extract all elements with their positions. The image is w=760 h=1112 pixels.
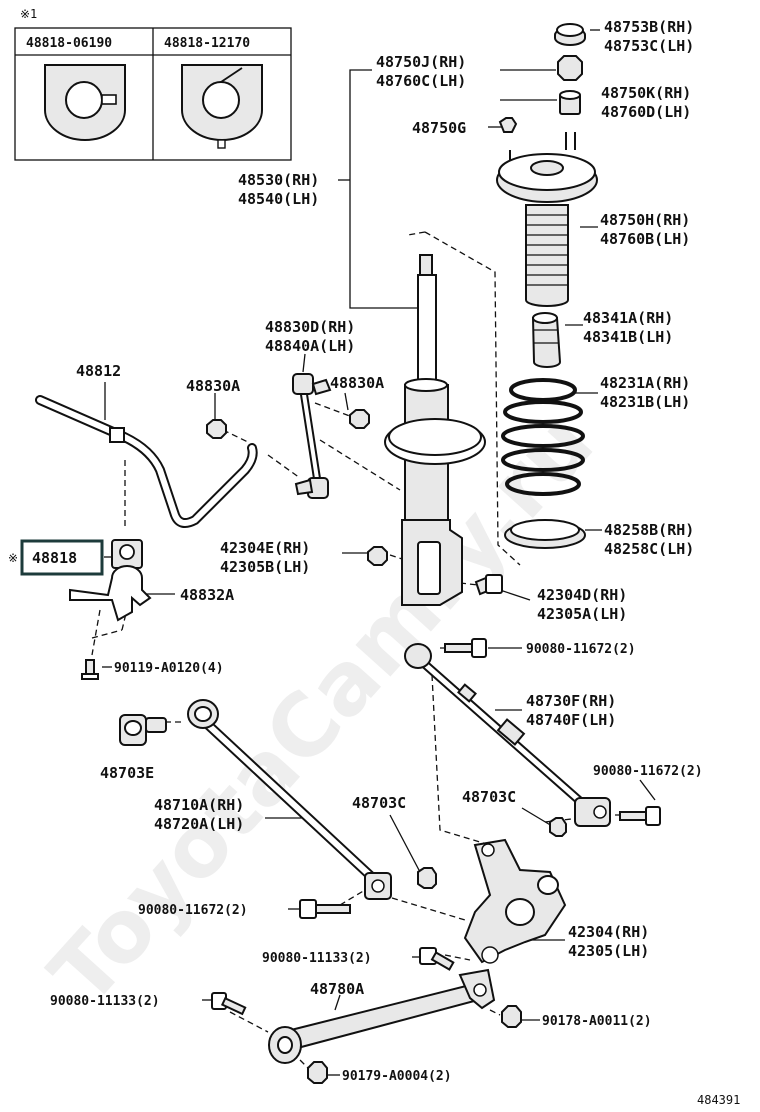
bolt-90080-right-icon — [619, 806, 661, 826]
label-48258b: 48258B(RH) — [604, 521, 694, 539]
inset-col-1: 48818-06190 — [26, 36, 112, 51]
inset-col-2: 48818-12170 — [164, 36, 250, 51]
label-48703e: 48703E — [100, 764, 154, 782]
nut-42304e-icon — [367, 546, 388, 566]
bolt-90080-11133-a-icon — [419, 947, 455, 971]
bolt-90080-11133-b-icon — [211, 992, 247, 1016]
label-48703c-right: 48703C — [462, 788, 516, 806]
label-90179: 90179-A0004(2) — [342, 1069, 452, 1084]
bolt-90119-icon — [81, 659, 99, 680]
label-42304: 42304(RH) — [568, 923, 649, 941]
nut-48830a-left-icon — [206, 419, 227, 439]
label-48830a-left: 48830A — [186, 377, 240, 395]
stabilizer-bar — [35, 395, 258, 529]
strut-mount-stack — [496, 23, 598, 549]
label-48703c-mid: 48703C — [352, 794, 406, 812]
label-90080-11133-b: 90080-11133(2) — [50, 994, 160, 1009]
inset-box: ※1 48818-06190 48818-12170 — [14, 7, 292, 161]
label-48832a: 48832A — [180, 586, 234, 604]
label-48540: 48540(LH) — [238, 190, 319, 208]
bushing-48703e-icon — [119, 714, 167, 746]
inset-mark: ※1 — [20, 7, 37, 21]
label-48750j: 48750J(RH) — [376, 53, 466, 71]
highlight-48818 — [20, 539, 104, 576]
bushing-48703c-right-icon — [549, 817, 567, 837]
bracket-48832a-icon — [69, 565, 152, 622]
label-48753c: 48753C(LH) — [604, 37, 694, 55]
nut-90178-icon — [501, 1005, 522, 1028]
label-48231b: 48231B(LH) — [600, 393, 690, 411]
label-48341a: 48341A(RH) — [583, 309, 673, 327]
label-48258c: 48258C(LH) — [604, 540, 694, 558]
knuckle-42304 — [463, 838, 567, 964]
label-90080-left: 90080-11672(2) — [138, 903, 248, 918]
label-48760b: 48760B(LH) — [600, 230, 690, 248]
bolt-90080-left-icon — [299, 899, 351, 919]
dashed-connectors — [91, 231, 625, 1071]
trailing-arm-48710a — [187, 699, 392, 900]
label-48760d: 48760D(LH) — [601, 103, 691, 121]
nut-48830a-right-icon — [349, 409, 370, 429]
label-42304e: 42304E(RH) — [220, 539, 310, 557]
label-90178: 90178-A0011(2) — [542, 1014, 652, 1029]
stabilizer-link — [292, 373, 332, 499]
label-42305: 42305(LH) — [568, 942, 649, 960]
bushing-48818-icon — [111, 539, 143, 569]
label-48750g: 48750G — [412, 119, 466, 137]
label-48753b: 48753B(RH) — [604, 18, 694, 36]
label-90119: 90119-A0120(4) — [114, 661, 224, 676]
label-42305a: 42305A(LH) — [537, 605, 627, 623]
label-48341b: 48341B(LH) — [583, 328, 673, 346]
label-48730f: 48730F(RH) — [526, 692, 616, 710]
label-48780a: 48780A — [310, 980, 364, 998]
bushing-48703c-mid-icon — [417, 867, 437, 889]
bolt-42304d-icon — [474, 574, 503, 596]
figure-number: 484391 — [697, 1093, 740, 1107]
label-48830d: 48830D(RH) — [265, 318, 355, 336]
nut-90179-icon — [307, 1061, 328, 1084]
label-42304d: 42304D(RH) — [537, 586, 627, 604]
lateral-link-48730f — [404, 643, 611, 827]
label-48812: 48812 — [76, 362, 121, 380]
label-90080-top: 90080-11672(2) — [526, 642, 636, 657]
label-48530: 48530(RH) — [238, 171, 319, 189]
label-48710a: 48710A(RH) — [154, 796, 244, 814]
label-48720a: 48720A(LH) — [154, 815, 244, 833]
label-48830a-right: 48830A — [330, 374, 384, 392]
bolt-90080-top-icon — [444, 638, 487, 658]
label-48818-mark: ※ — [8, 551, 18, 565]
strut-assembly — [384, 254, 486, 606]
label-48840a: 48840A(LH) — [265, 337, 355, 355]
label-48231a: 48231A(RH) — [600, 374, 690, 392]
label-90080-right: 90080-11672(2) — [593, 764, 703, 779]
label-90080-11133-a: 90080-11133(2) — [262, 951, 372, 966]
label-48740f: 48740F(LH) — [526, 711, 616, 729]
lower-arm-48780a — [268, 968, 496, 1064]
label-42305b: 42305B(LH) — [220, 558, 310, 576]
label-48760c: 48760C(LH) — [376, 72, 466, 90]
label-48750h: 48750H(RH) — [600, 211, 690, 229]
label-48750k: 48750K(RH) — [601, 84, 691, 102]
label-48818: 48818 — [32, 549, 77, 567]
callout-labels: 48753B(RH) 48753C(LH) 48750J(RH) 48760C(… — [8, 18, 740, 1107]
